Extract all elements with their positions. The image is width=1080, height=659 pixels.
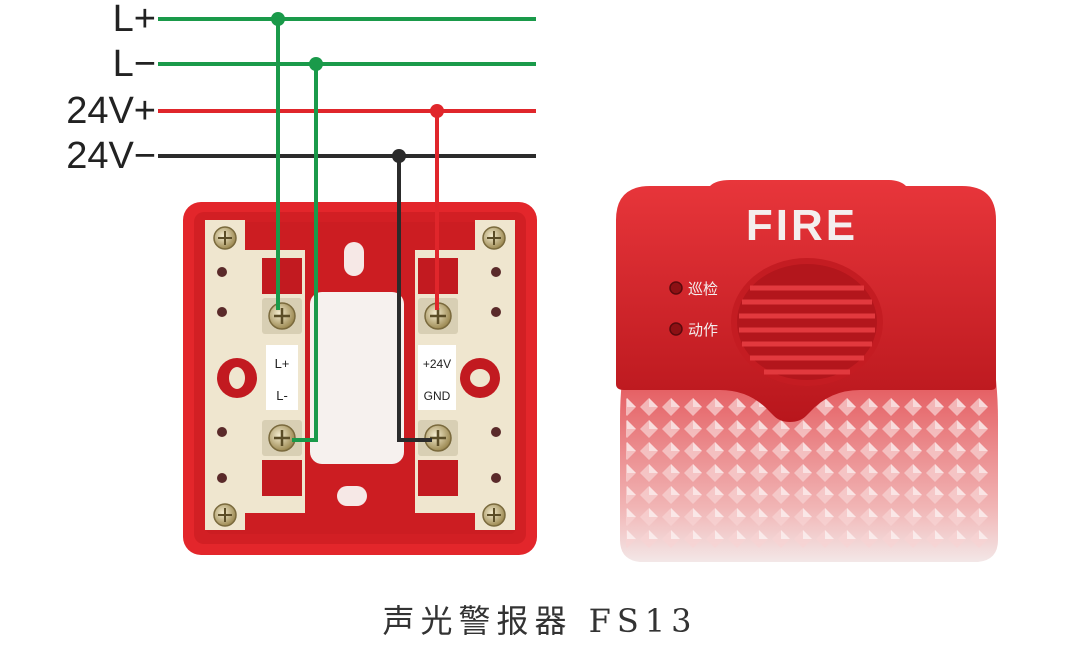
- right-terminal-label-top: +24V: [423, 357, 451, 371]
- terminal-screws: [262, 298, 458, 456]
- mounting-base: L+ L- +24V GND: [183, 202, 537, 555]
- junction-l-plus: [271, 12, 285, 26]
- action-led-icon: [669, 322, 683, 336]
- right-terminal-strip: +24V GND: [415, 220, 515, 530]
- device-front-text: FIRE: [746, 201, 858, 250]
- wire-label-24v-plus: 24V+: [66, 90, 156, 132]
- inspection-led-icon: [669, 281, 683, 295]
- sound-light-alarm-device: FIRE 巡检 动作: [616, 180, 998, 562]
- junction-24v-minus: [392, 149, 406, 163]
- drop-wire-l-minus: [292, 64, 318, 442]
- wire-label-l-plus: L+: [112, 0, 156, 40]
- indicator-label-action: 动作: [688, 321, 718, 339]
- wire-label-l-minus: L−: [112, 43, 156, 85]
- right-terminal-label-bottom: GND: [424, 389, 451, 403]
- speaker-grille: [731, 258, 883, 386]
- indicator-label-inspection: 巡检: [688, 280, 718, 298]
- left-terminal-strip: L+ L-: [205, 220, 305, 530]
- product-caption: 声光警报器 FS13: [382, 602, 698, 640]
- corner-screws: [213, 226, 506, 527]
- left-terminal-label-bottom: L-: [276, 388, 288, 403]
- junction-24v-plus: [430, 104, 444, 118]
- wire-label-24v-minus: 24V−: [66, 135, 156, 177]
- left-terminal-label-top: L+: [275, 356, 290, 371]
- drop-wire-24v-minus: [397, 156, 432, 442]
- wiring-lines: [158, 12, 536, 442]
- junction-l-minus: [309, 57, 323, 71]
